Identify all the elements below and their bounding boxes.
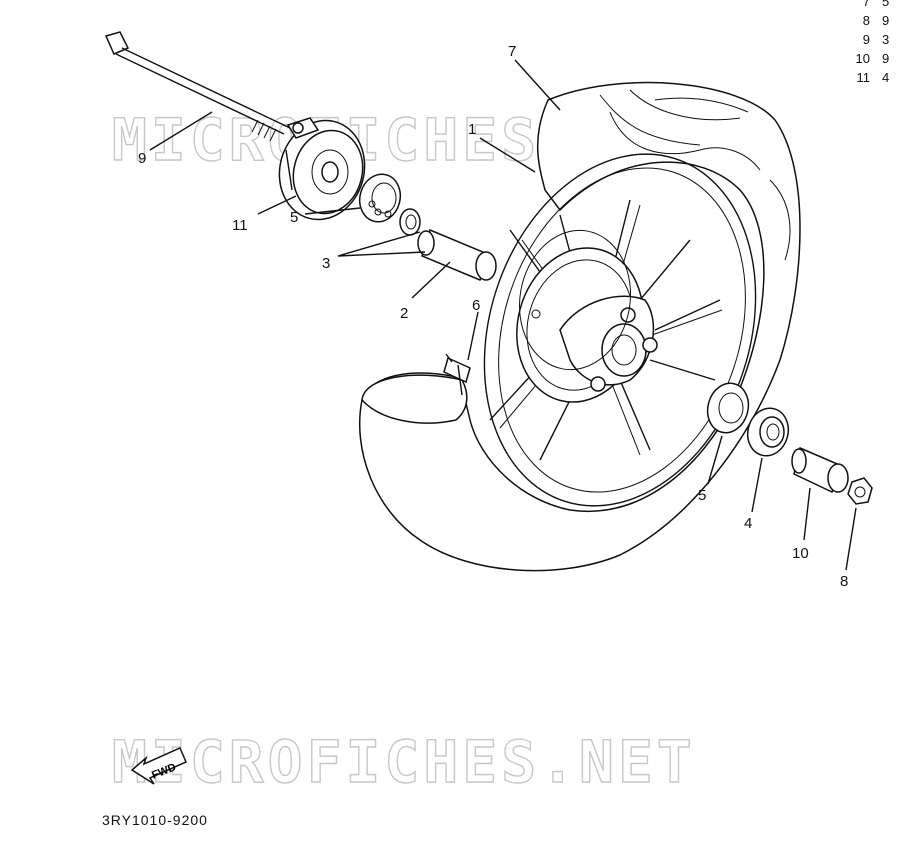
callout-10: 10 — [792, 545, 809, 562]
callout-4: 4 — [744, 515, 752, 532]
callout-3: 3 — [322, 255, 330, 272]
oil-seal — [746, 407, 790, 457]
callout-11: 11 — [232, 217, 248, 234]
callout-8: 8 — [840, 573, 848, 590]
wheel-assembly — [358, 81, 801, 572]
axle — [104, 31, 291, 142]
ref-num: 10 — [855, 51, 870, 66]
axle-nut — [847, 477, 873, 505]
callout-2: 2 — [400, 305, 408, 322]
ref-num: 7 — [862, 0, 870, 9]
callout-1: 1 — [468, 121, 476, 138]
ref-num: 8 — [862, 13, 870, 28]
washer-left — [399, 208, 421, 236]
bearing-left — [358, 173, 402, 223]
meter-gear-unit — [278, 117, 366, 221]
collar — [791, 446, 849, 494]
ref-num: 9 — [862, 32, 870, 47]
leader-lines — [149, 59, 857, 571]
callout-5-left: 5 — [290, 209, 298, 226]
bearing-right — [706, 382, 750, 434]
diagram-part-number: 3RY1010-9200 — [102, 812, 208, 828]
ref-code: 3 — [882, 32, 890, 47]
watermark-bottom: MICROFICHES.NET — [112, 728, 696, 796]
ref-num: 11 — [856, 70, 871, 85]
ref-row: 10 9 — [852, 49, 890, 68]
callout-9: 9 — [138, 150, 146, 167]
ref-row: 11 4 — [852, 68, 890, 87]
ref-code: 5 — [882, 0, 890, 9]
ref-code: 4 — [882, 70, 890, 85]
callout-5-right: 5 — [698, 487, 706, 504]
callout-6: 6 — [472, 297, 480, 314]
callout-7: 7 — [508, 43, 516, 60]
ref-code: 9 — [882, 51, 890, 66]
spacer-left — [417, 228, 497, 281]
ref-code: 9 — [882, 13, 890, 28]
